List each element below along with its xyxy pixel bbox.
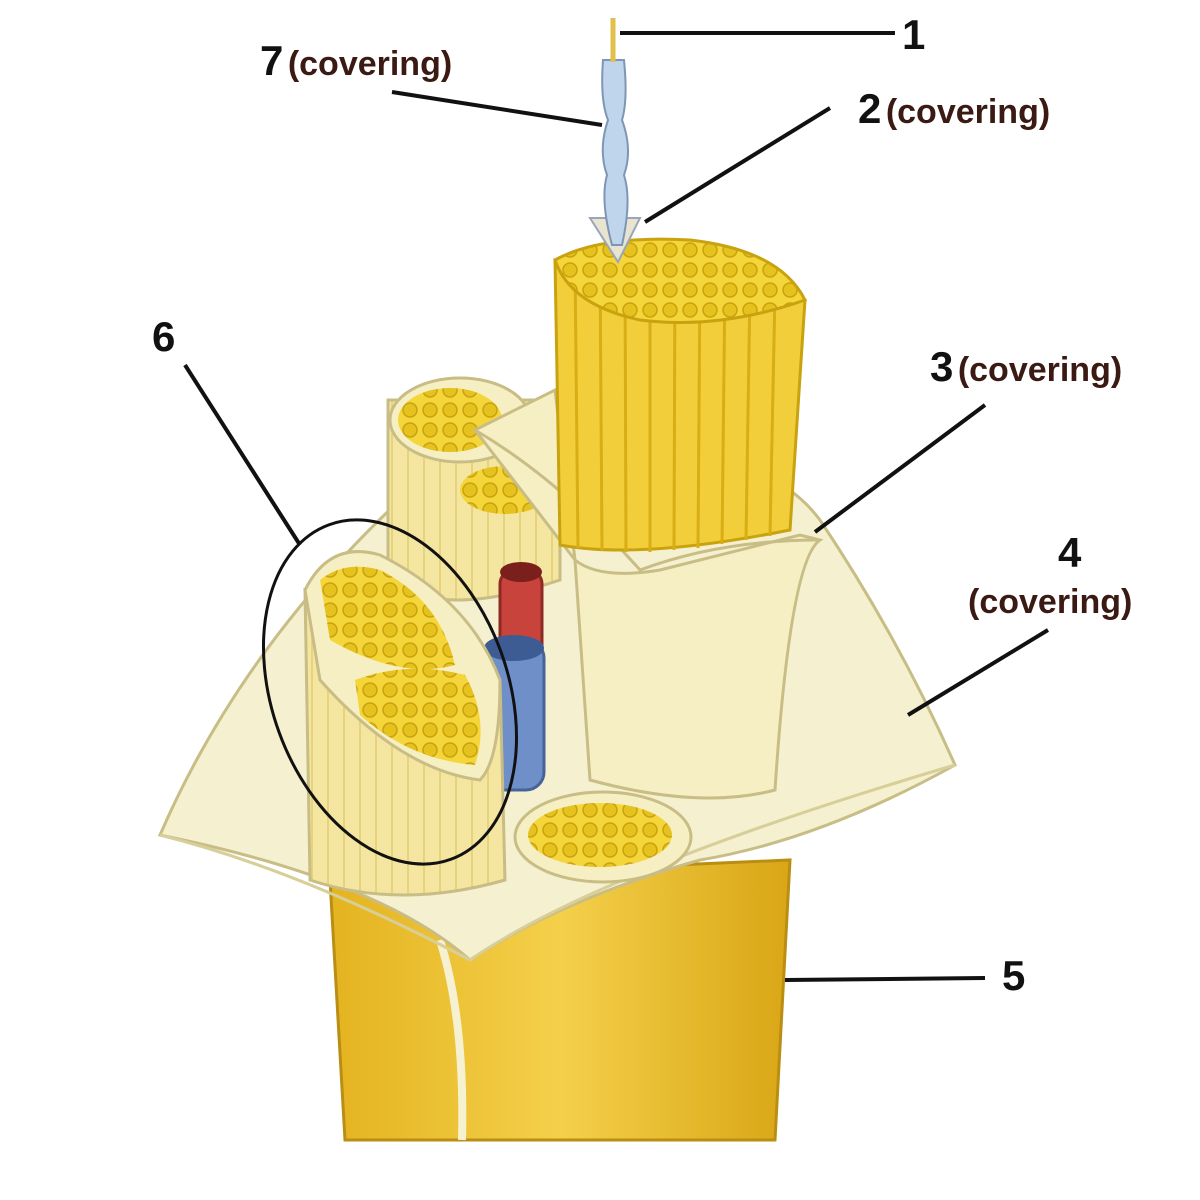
leader-6: [183, 363, 302, 547]
label-4-number: 4: [1058, 529, 1082, 576]
leader-4: [906, 628, 1050, 717]
leader-7: [391, 90, 603, 127]
deep-fascia-seam: [436, 938, 467, 1141]
outer-sheath-fold: [159, 763, 956, 962]
muscle-fiber-bundle: [553, 258, 807, 552]
fascicle-sheath-flap: [474, 428, 821, 572]
label-6: 6: [152, 316, 175, 358]
label-4-covering-wrap: (covering): [968, 585, 1132, 619]
leader-lines: [183, 31, 1050, 982]
label-3-covering: (covering): [957, 351, 1123, 389]
fascicle-circle: [262, 518, 518, 866]
label-2-number: 2: [858, 85, 882, 132]
label-1: 1: [902, 14, 925, 56]
label-7-covering: (covering): [287, 45, 453, 83]
leader-3: [813, 403, 987, 534]
label-3: 3 (covering): [930, 346, 1122, 388]
label-2: 2 (covering): [858, 88, 1050, 130]
label-7: 7 (covering): [260, 40, 452, 82]
label-4-covering: (covering): [968, 583, 1133, 621]
label-3-number: 3: [930, 343, 954, 390]
label-6-number: 6: [152, 313, 176, 360]
leader-2: [643, 106, 832, 224]
label-1-number: 1: [902, 11, 926, 58]
single-fiber: [601, 59, 629, 246]
label-5: 5: [1002, 955, 1025, 997]
label-2-covering: (covering): [885, 93, 1051, 131]
leader-5: [784, 976, 986, 982]
label-5-number: 5: [1002, 952, 1026, 999]
label-7-number: 7: [260, 37, 284, 84]
label-4-number-wrap: 4: [1058, 532, 1081, 574]
